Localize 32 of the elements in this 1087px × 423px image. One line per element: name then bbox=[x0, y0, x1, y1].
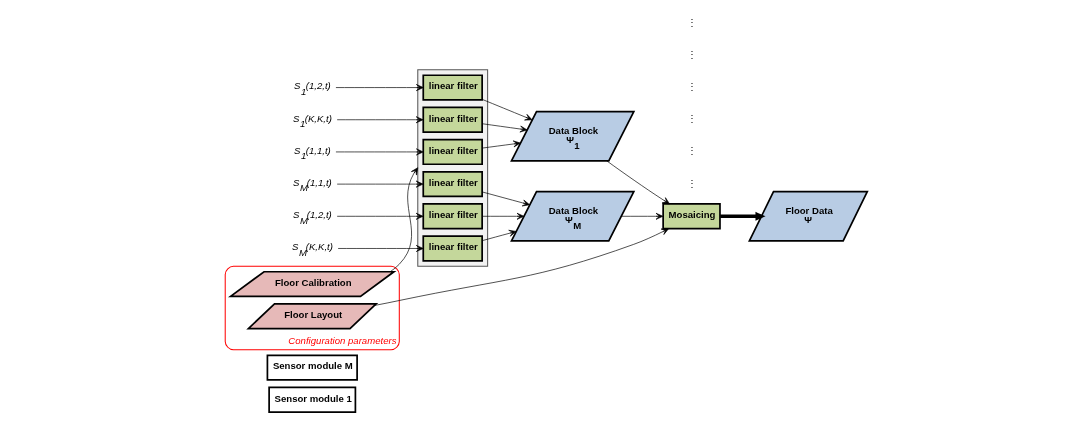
arrow bbox=[335, 84, 424, 91]
node-box: linear filter bbox=[422, 170, 483, 198]
arrow bbox=[720, 211, 766, 221]
label: ⋮ bbox=[686, 145, 697, 157]
label: ⋮ bbox=[686, 48, 697, 60]
label: ⋮ bbox=[686, 81, 697, 93]
node-box: linear filter bbox=[422, 138, 483, 166]
arrow bbox=[606, 160, 670, 205]
arrow bbox=[336, 180, 424, 188]
node-box: Sensor module M bbox=[266, 354, 358, 381]
arrow bbox=[335, 148, 424, 156]
node-box: linear filter bbox=[422, 74, 483, 101]
node-box: Sensor module 1 bbox=[268, 386, 357, 413]
arrow bbox=[482, 99, 533, 121]
node-box: linear filter bbox=[422, 203, 483, 230]
arrow bbox=[621, 212, 664, 220]
arrow bbox=[337, 245, 424, 252]
arrow bbox=[336, 116, 424, 124]
node-box: Mosaicing bbox=[662, 203, 721, 230]
arrow bbox=[374, 228, 669, 306]
label: ⋮ bbox=[686, 16, 697, 28]
label: ⋮ bbox=[686, 113, 697, 125]
arrow bbox=[482, 123, 528, 133]
arrow bbox=[389, 167, 419, 272]
node-box: linear filter bbox=[422, 235, 483, 262]
arrow bbox=[482, 212, 525, 220]
arrow bbox=[482, 140, 521, 149]
arrow bbox=[482, 191, 530, 207]
label: ⋮ bbox=[686, 177, 697, 189]
node-box: linear filter bbox=[422, 106, 483, 133]
arrow bbox=[336, 212, 424, 220]
arrow bbox=[482, 229, 517, 241]
